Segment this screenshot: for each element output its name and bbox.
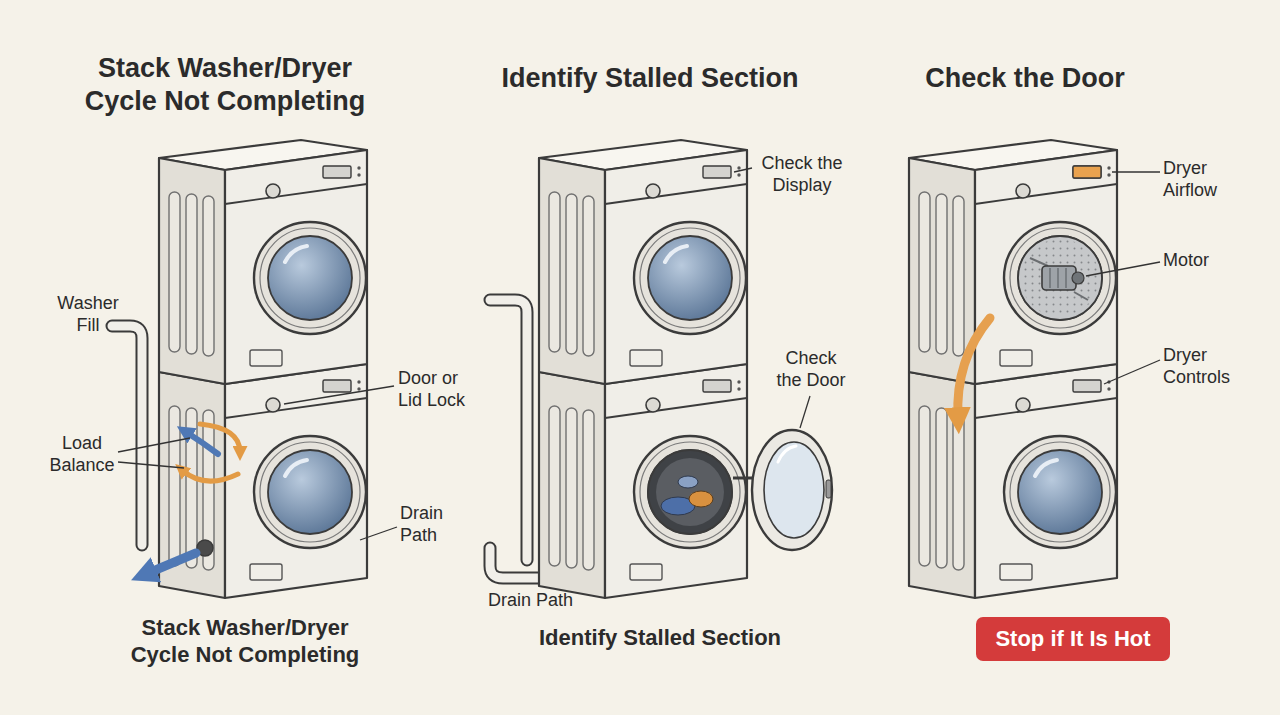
leader-line <box>734 168 752 172</box>
warning-badge: Stop if It Is Hot <box>976 617 1170 661</box>
glass-highlight <box>778 446 796 462</box>
water-pipe <box>490 300 527 560</box>
drum-opening <box>648 450 732 534</box>
part-label: Dryer Airflow <box>1163 158 1243 202</box>
drum-paddle <box>1030 258 1048 266</box>
part-label: Drain Path <box>488 590 628 612</box>
panel-heading: Stack Washer/Dryer Cycle Not Completing <box>75 52 375 118</box>
dryer-unit <box>909 150 1117 384</box>
open-door-glass <box>764 442 824 538</box>
washer-unit <box>909 364 1117 598</box>
leader-line <box>1104 360 1160 384</box>
motor-fin <box>1065 268 1066 288</box>
drum-perforation <box>1021 239 1099 317</box>
lit-display <box>1073 166 1101 178</box>
leader-line <box>1112 171 1160 172</box>
door-handle <box>826 480 831 498</box>
part-label: Check the Display <box>752 153 852 197</box>
leader-line <box>118 438 190 452</box>
open-door <box>752 430 832 550</box>
panel-caption: Identify Stalled Section <box>490 625 830 652</box>
water-pipe <box>112 326 142 545</box>
panel-caption: Stack Washer/Dryer Cycle Not Completing <box>110 615 380 669</box>
door-hinge <box>733 477 754 480</box>
washer-unit <box>159 364 367 598</box>
motor-shaft <box>1072 272 1084 284</box>
leader-line <box>800 396 810 428</box>
part-label: Load Balance <box>42 433 122 477</box>
part-label: Drain Path <box>400 503 460 547</box>
balance-arrow <box>182 470 238 481</box>
leader-line <box>118 462 184 468</box>
water-pipe <box>112 326 142 545</box>
washer-unit <box>539 364 747 598</box>
dryer-unit <box>159 150 367 384</box>
drum-inside <box>656 458 724 526</box>
panel-heading: Check the Door <box>880 62 1170 95</box>
drum-paddle <box>1074 292 1088 300</box>
node-text: Stop if It Is Hot <box>995 626 1150 652</box>
laundry <box>689 491 713 507</box>
part-label: Check the Door <box>772 348 850 392</box>
dryer-unit <box>539 150 747 384</box>
leader-line <box>284 386 394 404</box>
drain-arrow <box>146 553 196 574</box>
motor-fin <box>1049 268 1050 288</box>
leader-line <box>1086 262 1160 276</box>
dryer-drum <box>1018 236 1102 320</box>
motor-fin <box>1057 268 1058 288</box>
part-label: Dryer Controls <box>1163 345 1253 389</box>
leader-line <box>360 527 397 540</box>
laundry <box>678 476 698 488</box>
panel-heading: Identify Stalled Section <box>440 62 860 95</box>
fill-arrow <box>186 432 218 454</box>
part-label: Washer Fill <box>48 293 128 337</box>
part-label: Door or Lid Lock <box>398 368 470 412</box>
water-pipe <box>490 300 527 560</box>
airflow-arrow <box>958 318 990 418</box>
motor-body <box>1042 266 1076 290</box>
part-label: Motor <box>1163 250 1243 272</box>
